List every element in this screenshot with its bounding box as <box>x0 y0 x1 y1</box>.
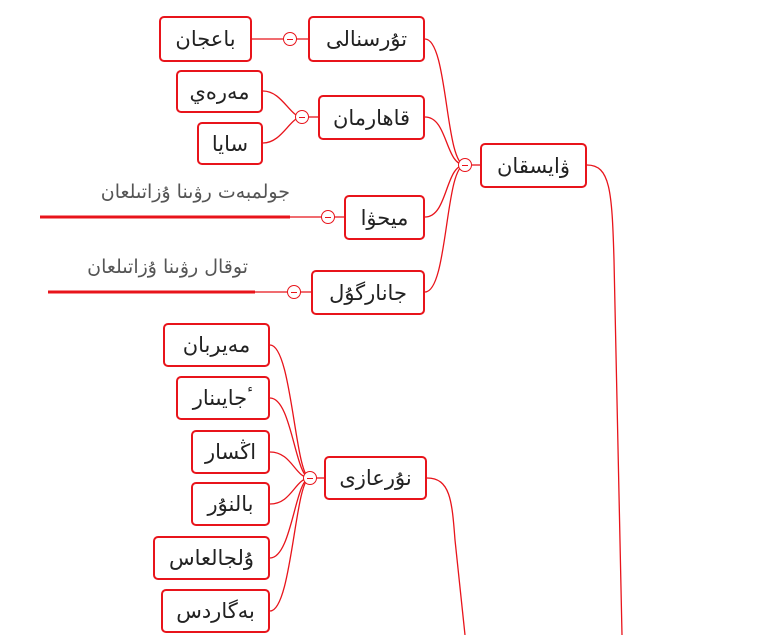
node-child[interactable]: اڭسار <box>191 430 270 474</box>
connector <box>269 397 311 479</box>
collapse-toggle-icon[interactable] <box>303 471 317 485</box>
connector <box>269 477 311 612</box>
node-branch[interactable]: قاھارمان <box>318 95 425 140</box>
node-child[interactable]: مەيربان <box>163 323 270 367</box>
collapse-toggle-icon[interactable] <box>283 32 297 46</box>
node-child[interactable]: سايا <box>197 122 263 165</box>
node-child[interactable]: باعجان <box>159 16 252 62</box>
connector <box>269 477 311 559</box>
connector <box>424 164 466 218</box>
connector <box>269 344 311 479</box>
collapse-toggle-icon[interactable] <box>295 110 309 124</box>
node-note: جولمبەت رۋىنا ۇزاتىلعان <box>100 181 290 203</box>
node-branch[interactable]: ميحۋا <box>344 195 425 240</box>
connector <box>424 116 466 166</box>
node-child[interactable]: ٴجايىنار <box>176 376 270 420</box>
node-child[interactable]: بالنۇر <box>191 482 270 526</box>
node-child[interactable]: مەرەي <box>176 70 263 113</box>
connector <box>426 477 466 635</box>
collapse-toggle-icon[interactable] <box>458 158 472 172</box>
node-child[interactable]: بەگاردس <box>161 589 270 633</box>
collapse-toggle-icon[interactable] <box>321 210 335 224</box>
node-branch[interactable]: نۇرعازى <box>324 456 427 500</box>
node-branch[interactable]: جانارگۇل <box>311 270 425 315</box>
connector <box>424 38 466 166</box>
node-child[interactable]: ۇلجالعاس <box>153 536 270 580</box>
node-branch[interactable]: تۇرسنالى <box>308 16 425 62</box>
collapse-toggle-icon[interactable] <box>287 285 301 299</box>
connector <box>424 164 466 293</box>
node-root[interactable]: ۋايسقان <box>480 143 587 188</box>
connector <box>586 164 623 635</box>
node-note: توقال رۋىنا ۇزاتىلعان <box>87 256 248 278</box>
